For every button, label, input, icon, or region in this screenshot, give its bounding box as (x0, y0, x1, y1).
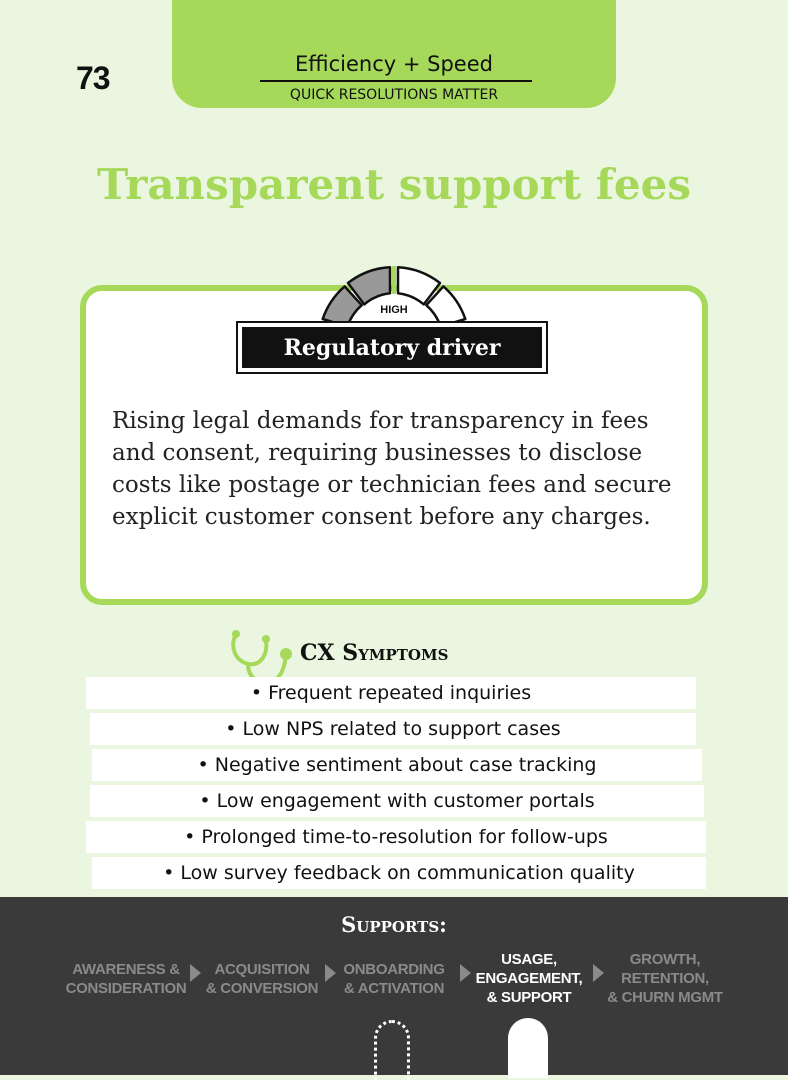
stage-line: & ACTIVATION (343, 980, 445, 997)
stage-line: ENGAGEMENT, (475, 970, 583, 987)
symptom-item: • Low engagement with customer portals (90, 785, 704, 817)
symptom-item: • Frequent repeated inquiries (86, 677, 696, 709)
page-number: 73 (76, 60, 111, 96)
category-title: Efficiency + Speed (295, 52, 493, 76)
stage-line: & CONVERSION (205, 980, 319, 997)
driver-label-box: Regulatory driver (236, 321, 548, 374)
symptom-item: • Low survey feedback on communication q… (92, 857, 706, 889)
stage-usage: USAGE, ENGAGEMENT, & SUPPORT (470, 950, 588, 1007)
stage-acquisition: ACQUISITION & CONVERSION (200, 960, 324, 998)
symptom-item: • Low NPS related to support cases (90, 713, 696, 745)
stage-marker-active (508, 1018, 548, 1078)
chevron-right-icon (325, 964, 336, 982)
category-divider (260, 80, 532, 82)
stage-line: ACQUISITION (214, 961, 310, 978)
stage-line: & CHURN MGMT (607, 989, 723, 1006)
chevron-right-icon (190, 964, 201, 982)
stage-awareness: AWARENESS & CONSIDERATION (62, 960, 190, 998)
symptom-item: • Negative sentiment about case tracking (92, 749, 702, 781)
symptoms-heading-cx: CX (300, 640, 335, 666)
stage-line: AWARENESS & (72, 961, 180, 978)
stage-line: GROWTH, (629, 951, 701, 968)
symptoms-heading-rest: Symptoms (342, 640, 449, 666)
category-subtitle: QUICK RESOLUTIONS MATTER (289, 87, 499, 103)
stethoscope-icon (231, 630, 292, 685)
stage-line: ONBOARDING (343, 961, 445, 978)
stage-growth: GROWTH, RETENTION, & CHURN MGMT (604, 950, 726, 1007)
chevron-right-icon (593, 964, 604, 982)
symptoms-heading: CX Symptoms (300, 640, 448, 666)
stage-line: & SUPPORT (486, 989, 572, 1006)
stage-line: RETENTION, (621, 970, 709, 987)
stage-marker-outline (374, 1020, 410, 1080)
driver-label: Regulatory driver (242, 327, 542, 368)
stage-line: USAGE, (501, 951, 557, 968)
category-tab: Efficiency + Speed QUICK RESOLUTIONS MAT… (172, 0, 616, 108)
stage-onboarding: ONBOARDING & ACTIVATION (338, 960, 450, 998)
journey-bar (0, 897, 788, 1075)
chevron-right-icon (460, 964, 471, 982)
gauge-label: HIGH (380, 304, 408, 316)
stage-line: CONSIDERATION (65, 980, 187, 997)
driver-description: Rising legal demands for transparency in… (112, 408, 672, 530)
supports-heading: Supports: (341, 912, 447, 937)
page-title: Transparent support fees (97, 160, 691, 209)
symptom-item: • Prolonged time-to-resolution for follo… (86, 821, 706, 853)
